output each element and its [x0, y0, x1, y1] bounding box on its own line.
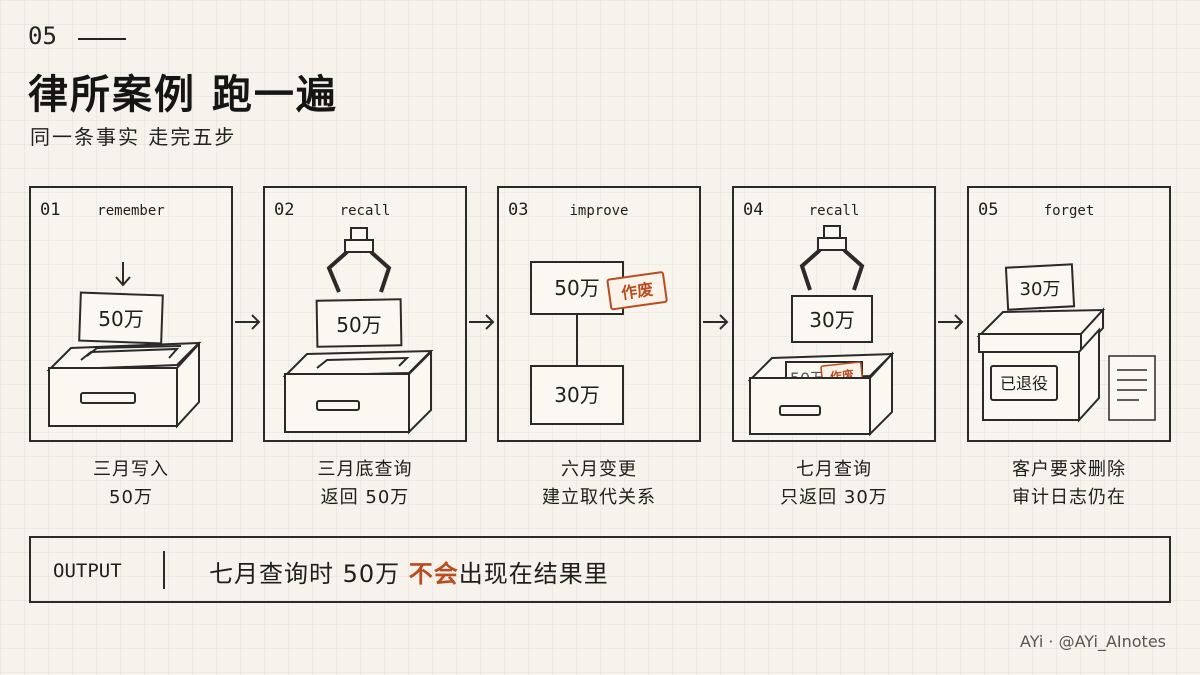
caption-line: 50万 [109, 487, 153, 508]
void-stamp: 作废 [606, 271, 668, 311]
value-card [791, 295, 873, 343]
step-number: 02 [274, 200, 295, 220]
value-card-text: 30万 [809, 308, 854, 332]
value-card-text: 50万 [336, 313, 381, 337]
flow-arrow-icon [703, 314, 729, 330]
caption-line: 只返回 30万 [780, 487, 888, 508]
supersede-illustration: 50万 作废 30万 [530, 261, 668, 425]
claw-drawer-illustration: 50万 [282, 227, 434, 435]
step-action: remember [97, 203, 165, 219]
output-text-before: 七月查询时 50万 [209, 560, 409, 588]
caption-line: 建立取代关系 [542, 487, 656, 508]
down-arrow-icon [115, 262, 131, 287]
output-text-after: 出现在结果里 [458, 560, 609, 588]
caption-line: 客户要求删除 [1012, 459, 1126, 480]
page-title: 律所案例 跑一遍 [28, 72, 338, 118]
output-divider [163, 551, 165, 589]
retired-label [990, 365, 1058, 401]
claw-icon [326, 227, 392, 293]
step-action: recall [808, 203, 860, 219]
flow-arrow-icon [235, 314, 261, 330]
claw-icon [799, 225, 865, 291]
step-card-recall: 02 recall 50万 [263, 186, 467, 442]
caption-line: 七月查询 [796, 459, 872, 480]
drawer-box-icon [282, 349, 434, 435]
flow-arrow-icon [469, 314, 495, 330]
page-subtitle: 同一条事实 走完五步 [30, 125, 237, 149]
step-caption: 六月变更 建立取代关系 [497, 456, 701, 512]
step-number: 04 [743, 200, 764, 220]
claw-drawer-illustration: 30万 50万 作废 [747, 225, 895, 437]
archive-box-illustration: 30万 已退役 [976, 263, 1156, 423]
value-card [315, 298, 403, 348]
value-card-text: 50万 [98, 307, 143, 331]
value-card [1004, 263, 1076, 311]
file-drawer-illustration: 50万 [46, 262, 202, 429]
output-box: OUTPUT 七月查询时 50万 不会出现在结果里 [29, 536, 1171, 603]
step-caption: 三月底查询 返回 50万 [263, 456, 467, 512]
step-caption: 七月查询 只返回 30万 [732, 456, 936, 512]
step-number: 05 [978, 200, 999, 220]
flow-arrow-icon [938, 314, 964, 330]
section-number: 05 [28, 22, 57, 50]
step-card-improve: 03 improve 50万 作废 30万 [497, 186, 701, 442]
step-card-remember: 01 remember 50万 [29, 186, 233, 442]
old-value-text: 50万 [554, 276, 599, 300]
output-emphasis: 不会 [408, 560, 459, 588]
caption-line: 返回 50万 [320, 487, 410, 508]
drawer-box-icon [46, 341, 202, 429]
step-card-forget: 05 forget 30万 已退役 [967, 186, 1171, 442]
output-label: OUTPUT [53, 560, 122, 582]
output-text: 七月查询时 50万 不会出现在结果里 [209, 554, 609, 589]
step-caption: 三月写入 50万 [29, 456, 233, 512]
step-number: 01 [40, 200, 61, 220]
caption-line: 三月写入 [93, 459, 169, 480]
caption-line: 三月底查询 [317, 459, 413, 480]
author-credit: AYi · @AYi_AInotes [1019, 632, 1166, 651]
value-card [78, 291, 164, 345]
step-caption: 客户要求删除 审计日志仍在 [967, 456, 1171, 512]
caption-line: 审计日志仍在 [1012, 487, 1126, 508]
svg-text:已退役: 已退役 [1000, 374, 1048, 393]
section-rule [78, 38, 126, 40]
step-action: recall [339, 203, 391, 219]
value-card-text: 30万 [1020, 279, 1061, 300]
step-action: forget [1043, 203, 1095, 219]
step-number: 03 [508, 200, 529, 220]
svg-text:作废: 作废 [620, 280, 654, 303]
step-action: improve [569, 203, 629, 219]
step-card-recall-filtered: 04 recall 30万 50万 作废 [732, 186, 936, 442]
new-value-card [530, 365, 624, 425]
new-value-text: 30万 [554, 383, 599, 407]
audit-log-icon [1108, 355, 1156, 421]
caption-line: 六月变更 [561, 459, 637, 480]
